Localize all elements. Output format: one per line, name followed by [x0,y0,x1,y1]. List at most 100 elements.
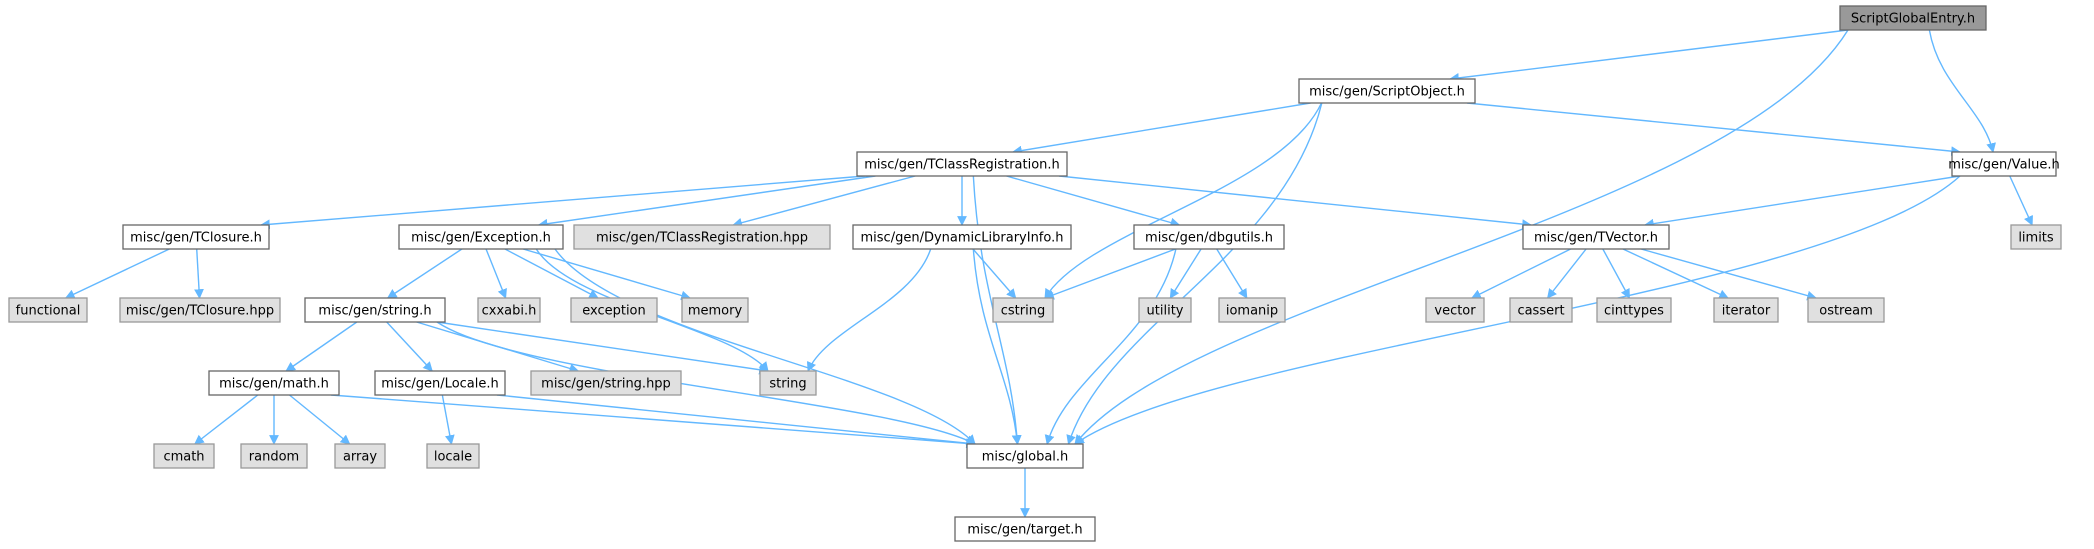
edge-line [1012,102,1311,156]
edge-line [194,248,204,299]
node-locale_sys: locale [426,443,480,469]
node-box [1951,151,2057,177]
node-box [398,224,564,250]
node-box [681,297,749,323]
node-box [530,370,682,396]
edge-line [1216,248,1248,299]
node-box [240,443,308,469]
node-value[interactable]: misc/gen/Value.h [1948,151,2060,177]
node-label: string [769,377,806,392]
node-string_h[interactable]: misc/gen/string.h [304,297,446,323]
node-tclassreghpp: misc/gen/TClassRegistration.hpp [573,224,831,250]
node-box [208,370,340,396]
edge-math_h-to-array [289,394,351,445]
node-locale_h[interactable]: misc/gen/Locale.h [374,370,506,396]
edge-line [485,248,507,299]
node-exception_sys: exception [570,297,658,323]
node-tvector[interactable]: misc/gen/TVector.h [1522,224,1670,250]
node-box [856,151,1068,177]
edge-tclosure-to-functional [64,248,170,299]
node-label: utility [1147,304,1184,319]
edge-locale_h-to-global [496,394,976,448]
node-root: ScriptGlobalEntry.h [1839,5,1987,31]
node-box [477,297,541,323]
edge-dbgutils-to-iomanip [1216,248,1248,299]
node-box [334,443,386,469]
edge-dbgutils-to-utility [1169,248,1202,299]
node-box [1522,224,1670,250]
node-functional: functional [8,297,88,323]
edge-line [436,321,976,445]
node-tclassreg[interactable]: misc/gen/TClassRegistration.h [856,151,1068,177]
node-label: iterator [1722,304,1771,319]
edge-tvector-to-iterator [1622,248,1729,299]
node-scriptobject[interactable]: misc/gen/ScriptObject.h [1298,78,1476,104]
node-memory: memory [681,297,749,323]
edge-dynlib-to-string_sys [807,248,932,372]
edge-line [1006,175,1181,228]
node-box [954,516,1096,542]
edge-tclassreg-to-tvector [1058,175,1532,229]
node-dynlib[interactable]: misc/gen/DynamicLibraryInfo.h [852,224,1072,250]
node-label: misc/gen/string.h [318,304,431,319]
edge-line [732,175,916,228]
edge-tclassreg-to-exception [537,175,876,229]
node-label: misc/gen/Locale.h [381,377,499,392]
node-label: array [343,450,377,465]
edge-exception-to-string_h [386,248,463,299]
edge-line [1466,102,1961,157]
node-label: misc/gen/Exception.h [411,231,551,246]
node-box [992,297,1054,323]
node-label: cassert [1517,304,1564,319]
node-label: misc/global.h [982,450,1069,465]
edge-exception-to-exception_sys [504,248,599,299]
node-label: misc/gen/TClosure.hpp [126,304,274,319]
node-label: ostream [1819,304,1873,319]
node-global[interactable]: misc/global.h [966,443,1084,469]
node-label: misc/gen/DynamicLibraryInfo.h [861,231,1064,246]
edge-line [1449,29,1849,83]
node-label: vector [1434,304,1476,319]
node-tclosure[interactable]: misc/gen/TClosure.h [122,224,270,250]
edge-value-to-tvector [1643,175,1961,229]
edge-line [64,248,170,299]
node-string_sys: string [759,370,817,396]
node-box [1133,224,1285,250]
node-random: random [240,443,308,469]
node-target[interactable]: misc/gen/target.h [954,516,1096,542]
node-box [1218,297,1286,323]
node-limits: limits [2010,224,2062,250]
edge-line [972,248,1017,299]
node-label: misc/gen/math.h [219,377,329,392]
edge-line [554,248,976,445]
edge-exception-to-global [554,248,976,445]
node-box [153,443,215,469]
node-math_h[interactable]: misc/gen/math.h [208,370,340,396]
node-box [2010,224,2062,250]
node-label: misc/gen/string.hpp [541,377,671,392]
node-label: functional [16,304,81,319]
node-label: cxxabi.h [482,304,537,319]
edge-tclassreg-to-tclassreghpp [732,175,916,228]
edge-dbgutils-to-cstring [1044,248,1176,300]
edge-dynlib-to-cstring [972,248,1017,299]
node-box [570,297,658,323]
edge-line [1622,248,1729,299]
edge-line [386,248,463,299]
edge-string_h-to-locale_h [386,321,433,372]
edge-line [2009,175,2033,226]
edge-line [1044,102,1323,299]
node-exception[interactable]: misc/gen/Exception.h [398,224,564,250]
edge-tvector-to-cassert [1546,248,1587,299]
node-box [1425,297,1485,323]
node-box [573,224,831,250]
edge-string_h-to-global [436,321,976,445]
node-label: misc/gen/TClassRegistration.h [864,158,1060,173]
node-label: ScriptGlobalEntry.h [1851,12,1975,27]
node-box [759,370,817,396]
edge-tvector-to-ostream [1640,248,1817,301]
node-label: exception [582,304,646,319]
edge-tvector-to-vector [1471,248,1571,299]
node-dbgutils[interactable]: misc/gen/dbgutils.h [1133,224,1285,250]
